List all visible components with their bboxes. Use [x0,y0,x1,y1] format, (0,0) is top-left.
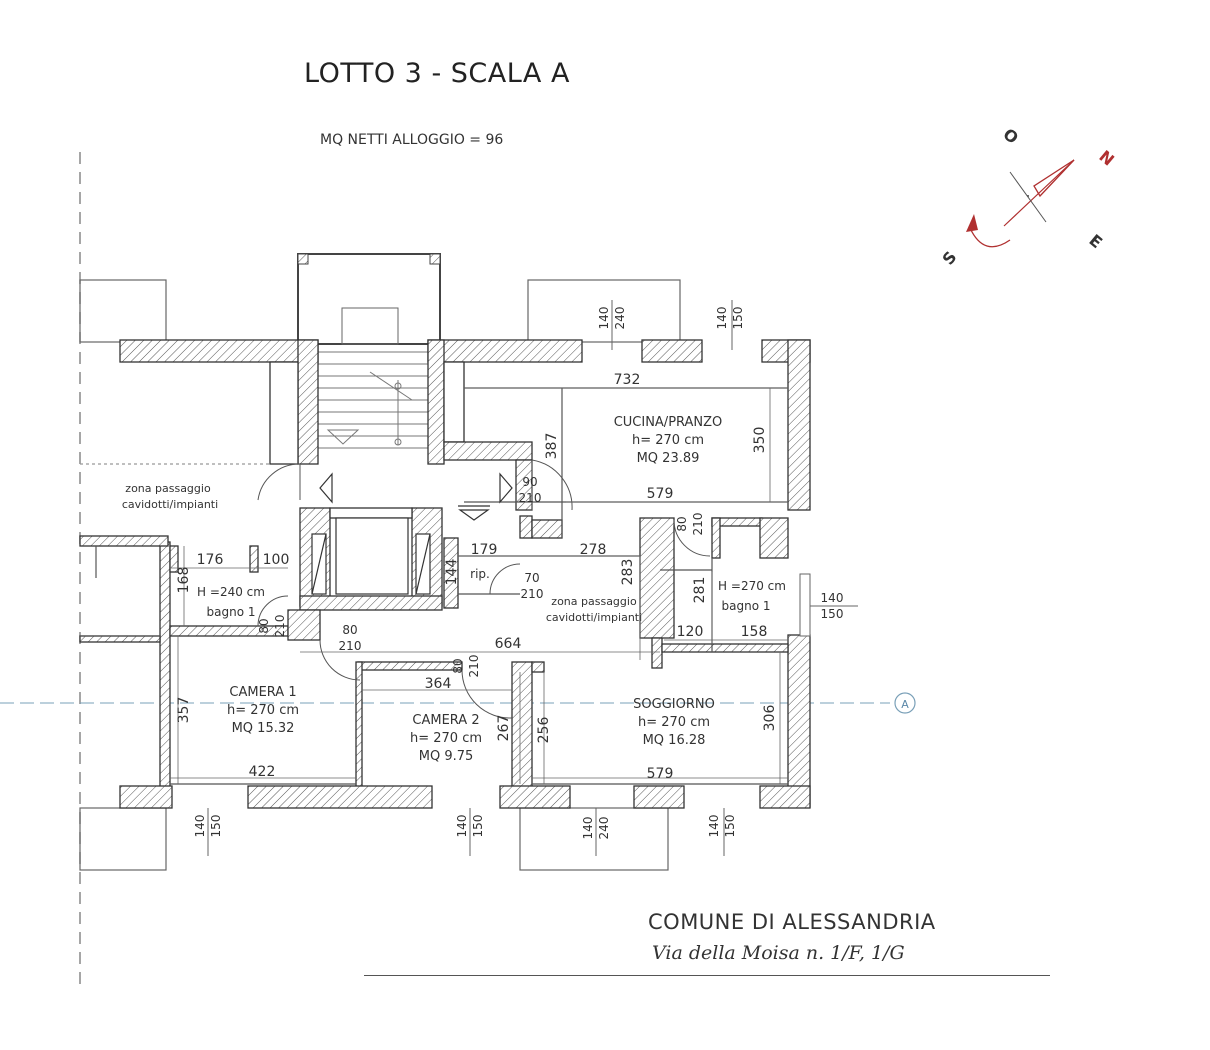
zone-left-line2: cavidotti/impianti [122,498,218,511]
zone-center-line1: zona passaggio [551,595,637,608]
win-right-b: 150 [821,607,844,621]
door-kitchen-a: 80 [675,516,689,531]
dim-158: 158 [741,624,768,640]
door-bagno-l-a: 80 [257,618,271,633]
bagno-right-height: H =270 cm [718,579,786,593]
dimension-lines [170,387,788,784]
room-height-soggiorno: h= 270 cm [638,715,710,730]
access-arrows [319,472,513,521]
footer-divider [364,975,1050,976]
dim-144: 144 [444,559,460,586]
dim-579-top: 579 [647,486,674,502]
room-name-camera1: CAMERA 1 [229,685,296,700]
compass-west-label: O [999,125,1022,148]
dim-267: 267 [496,715,512,742]
dim-256: 256 [536,717,552,744]
win-top2-b: 150 [731,307,745,330]
room-name-camera2: CAMERA 2 [412,713,479,728]
door-corr-a: 80 [342,623,357,637]
dim-179: 179 [471,542,498,558]
room-area-camera1: MQ 15.32 [232,721,295,736]
win-top1-a: 140 [597,307,611,330]
section-marker-label: A [901,698,909,711]
door-rip-a: 70 [524,571,539,585]
rip-label: rip. [470,567,490,581]
dim-100: 100 [263,552,290,568]
win-bot2-b: 150 [471,815,485,838]
window-markers [207,300,858,856]
dim-350: 350 [752,427,768,454]
net-area-label: MQ NETTI ALLOGGIO = 96 [320,132,504,148]
dim-422: 422 [249,764,276,780]
room-height-cucina: h= 270 cm [632,433,704,448]
zone-center-line2: cavidotti/impianti [546,611,642,624]
dim-387: 387 [544,433,560,460]
balconies [79,279,681,871]
room-name-cucina: CUCINA/PRANZO [614,415,723,430]
door-entry-a: 90 [522,475,537,489]
door-corr-b: 210 [339,639,362,653]
dim-579-bottom: 579 [647,766,674,782]
municipality-label: COMUNE DI ALESSANDRIA [648,910,936,934]
win-right-a: 140 [821,591,844,605]
dim-664: 664 [495,636,522,652]
dim-732: 732 [614,372,641,388]
win-top1-b: 240 [613,307,627,330]
room-height-camera1: h= 270 cm [227,703,299,718]
dim-357: 357 [176,697,192,724]
stairwell [297,253,441,449]
compass-icon: N E S O [939,125,1118,269]
door-cam2-a: 80 [451,658,465,673]
dim-168: 168 [176,567,192,594]
room-area-soggiorno: MQ 16.28 [643,733,706,748]
compass-south-label: S [939,248,961,269]
dim-364: 364 [425,676,452,692]
dim-278: 278 [580,542,607,558]
win-bot3-b: 240 [597,817,611,840]
room-name-soggiorno: SOGGIORNO [633,697,715,712]
bagno-right-name: bagno 1 [722,599,771,613]
room-height-camera2: h= 270 cm [410,731,482,746]
dim-120: 120 [677,624,704,640]
dim-281: 281 [692,577,708,604]
drawing-title: LOTTO 3 - SCALA A [304,58,570,89]
door-entry-b: 210 [519,491,542,505]
door-rip-b: 210 [521,587,544,601]
win-bot3-a: 140 [581,817,595,840]
win-bot4-b: 150 [723,815,737,838]
bagno-left-height: H =240 cm [197,585,265,599]
compass-north-label: N [1095,147,1117,170]
address-label: Via della Moisa n. 1/F, 1/G [652,942,905,964]
win-bot4-a: 140 [707,815,721,838]
door-bagno-l-b: 210 [273,615,287,638]
door-cam2-b: 210 [467,655,481,678]
room-area-cucina: MQ 23.89 [637,451,700,466]
dim-176: 176 [197,552,224,568]
dim-306: 306 [762,705,778,732]
win-bot1-b: 150 [209,815,223,838]
room-area-camera2: MQ 9.75 [419,749,474,764]
dim-283: 283 [620,559,636,586]
compass-east-label: E [1085,231,1106,253]
elevator-shaft [311,517,431,595]
bagno-left-name: bagno 1 [207,605,256,619]
win-bot1-a: 140 [193,815,207,838]
zone-left-line1: zona passaggio [125,482,211,495]
section-marker [894,692,916,714]
win-top2-a: 140 [715,307,729,330]
door-kitchen-b: 210 [691,513,705,536]
win-bot2-a: 140 [455,815,469,838]
